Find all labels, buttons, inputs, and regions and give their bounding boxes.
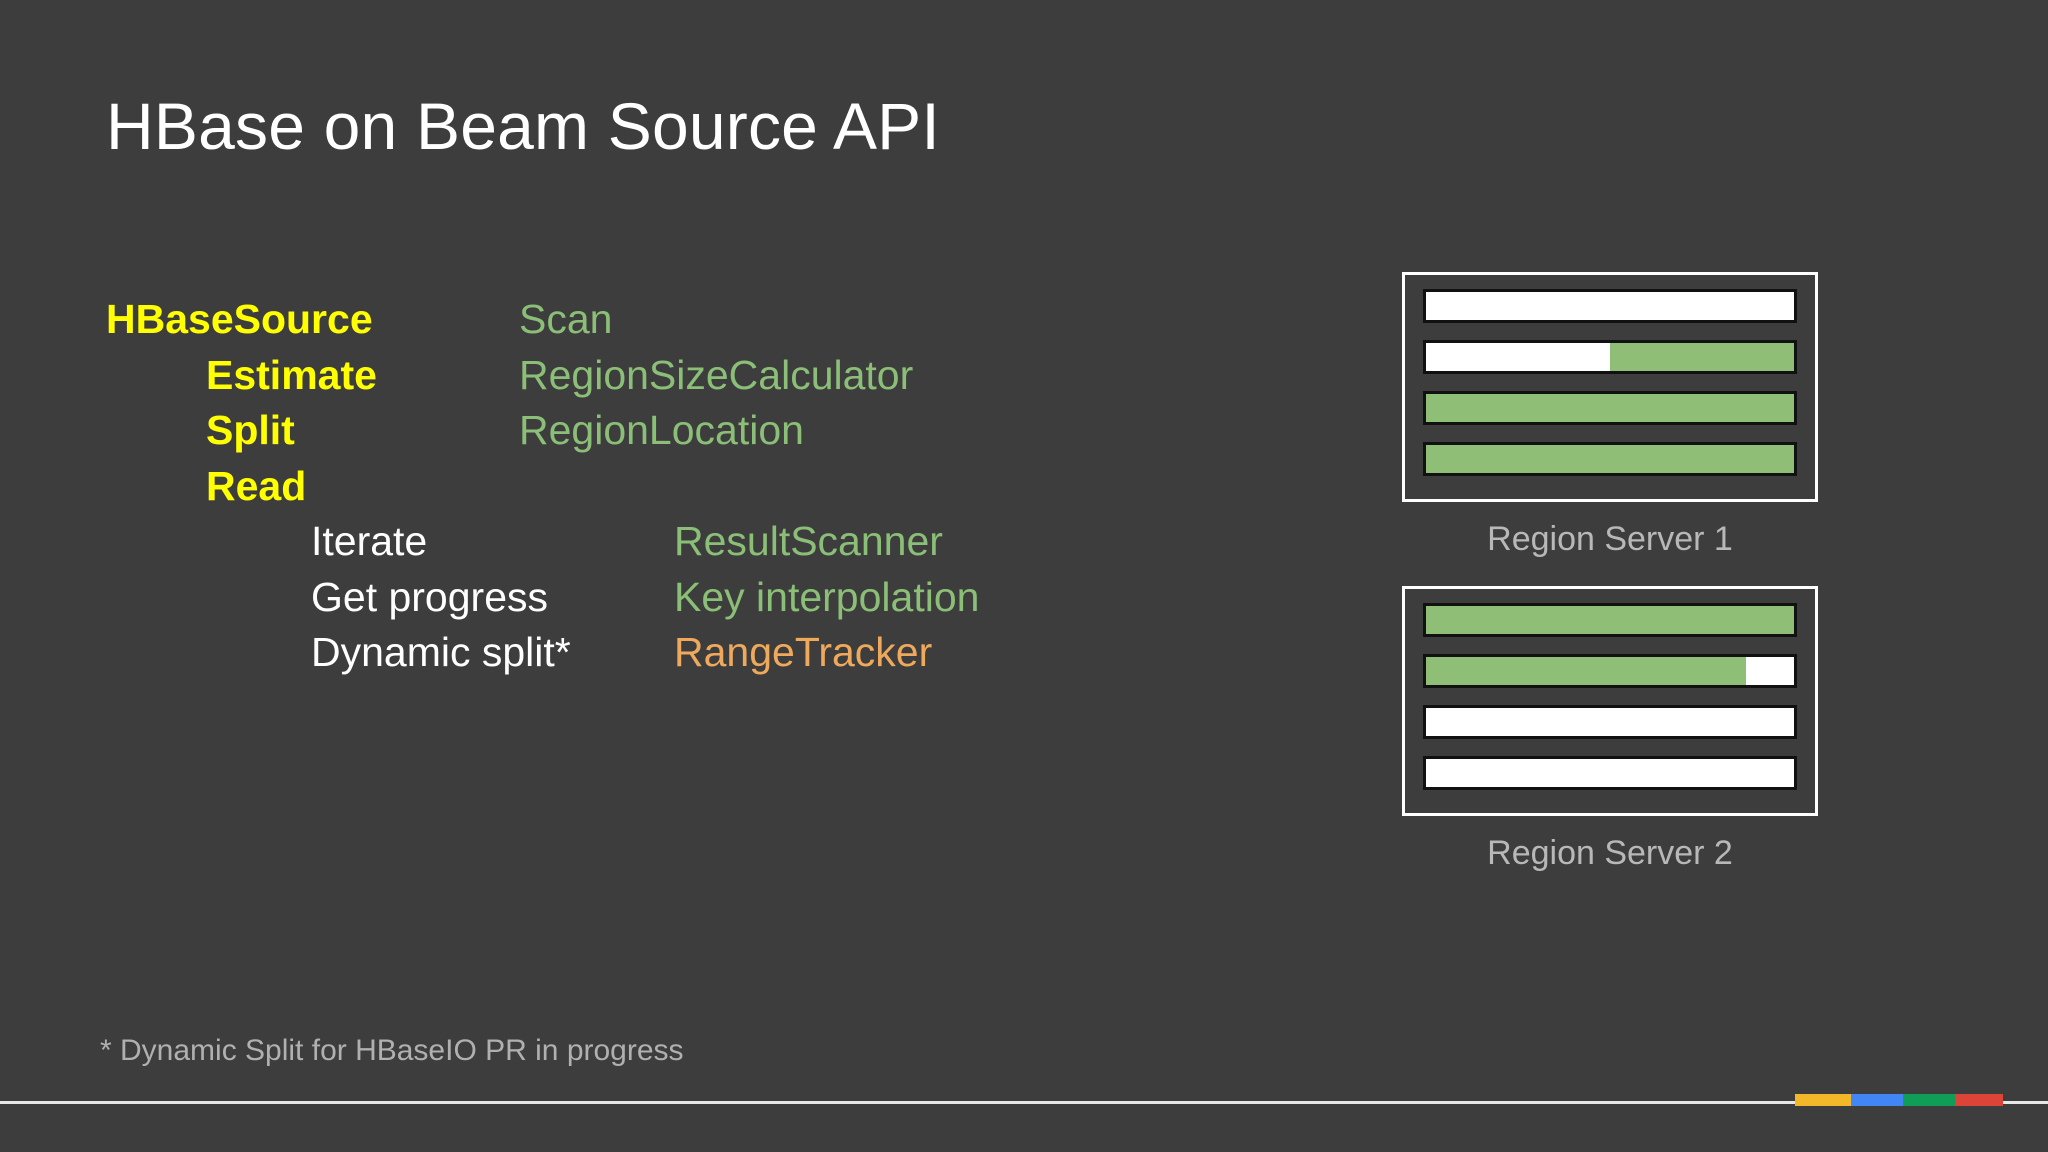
api-row: Dynamic split* RangeTracker <box>106 625 1156 681</box>
brand-segment-yellow <box>1795 1094 1851 1106</box>
region-bar <box>1423 391 1797 425</box>
region-bar-fill <box>1610 343 1794 371</box>
brand-segment-green <box>1903 1094 1955 1106</box>
api-impl-label: RegionSizeCalculator <box>519 351 914 398</box>
region-server-2-box <box>1402 586 1818 816</box>
region-bar <box>1423 705 1797 739</box>
api-method-label: Dynamic split* <box>311 629 571 675</box>
api-row: Read <box>106 459 1156 515</box>
brand-segment-blue <box>1851 1094 1903 1106</box>
region-bar-fill <box>1426 606 1794 634</box>
brand-segment-red <box>1955 1094 2003 1106</box>
api-method-label: Get progress <box>311 573 548 620</box>
api-method-label: Estimate <box>206 351 377 398</box>
api-method-label: Iterate <box>311 518 428 564</box>
footnote-text: * Dynamic Split for HBaseIO PR in progre… <box>100 1034 684 1067</box>
region-bar-fill <box>1426 445 1794 473</box>
region-server-1-box <box>1402 272 1818 502</box>
api-method-label: Read <box>206 462 307 509</box>
region-bar <box>1423 340 1797 374</box>
api-row: Get progress Key interpolation <box>106 570 1156 626</box>
region-bar-fill <box>1426 657 1747 685</box>
api-impl-label: ResultScanner <box>674 518 943 564</box>
brand-color-bar <box>1795 1094 2003 1106</box>
api-row: Estimate RegionSizeCalculator <box>106 348 1156 404</box>
region-server-2-label: Region Server 2 <box>1487 834 1733 872</box>
region-bar <box>1423 442 1797 476</box>
api-impl-label: Scan <box>519 296 613 342</box>
region-bar <box>1423 756 1797 790</box>
api-row: HBaseSource Scan <box>106 292 1156 348</box>
api-method-label: Split <box>206 407 295 453</box>
api-impl-label: Key interpolation <box>674 573 980 620</box>
region-bar-fill <box>1426 394 1794 422</box>
region-bar <box>1423 654 1797 688</box>
region-bar <box>1423 603 1797 637</box>
region-server-1-label: Region Server 1 <box>1487 520 1733 558</box>
api-row: Iterate ResultScanner <box>106 514 1156 570</box>
api-row: Split RegionLocation <box>106 403 1156 459</box>
region-bar <box>1423 289 1797 323</box>
bottom-divider <box>0 1101 2048 1104</box>
api-impl-label: RangeTracker <box>674 629 933 675</box>
api-impl-label: RegionLocation <box>519 407 804 453</box>
api-method-label: HBaseSource <box>106 296 373 342</box>
page-title: HBase on Beam Source API <box>106 89 940 163</box>
